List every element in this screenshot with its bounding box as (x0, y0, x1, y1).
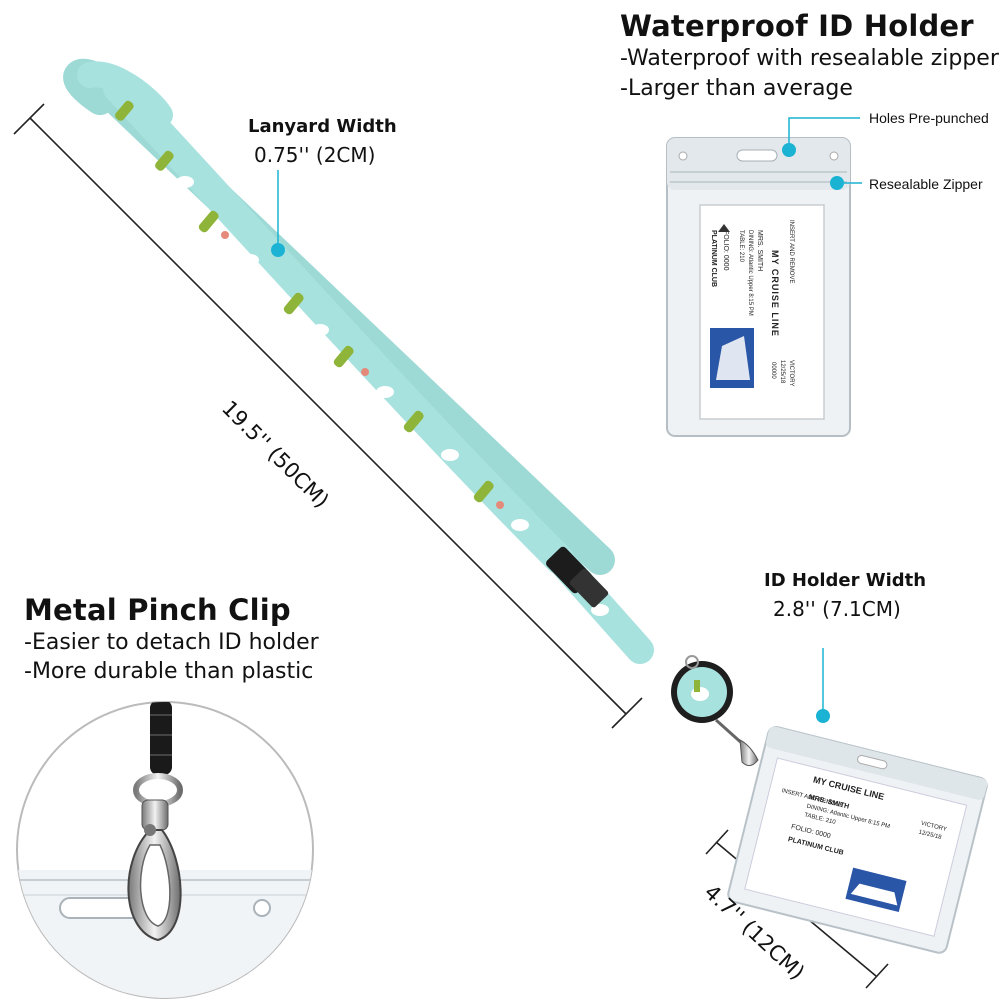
svg-text:TABLE: 210: TABLE: 210 (738, 230, 744, 263)
holder-width-dot (816, 709, 830, 723)
lanyard-width-label: Lanyard Width (248, 116, 397, 137)
holes-dot (782, 143, 796, 157)
holes-callout: Holes Pre-punched (869, 110, 989, 126)
svg-text:INSERT AND REMOVE: INSERT AND REMOVE (788, 220, 794, 283)
length-dimension-line (13, 103, 643, 729)
zipper-dot (830, 176, 844, 190)
clip-inset (16, 701, 314, 999)
svg-text:12/25/18: 12/25/18 (918, 830, 943, 842)
waterproof-title: Waterproof ID Holder (620, 9, 974, 43)
svg-text:MY CRUISE LINE: MY CRUISE LINE (770, 250, 780, 337)
badge-reel (671, 655, 759, 766)
holder-width-label: ID Holder Width (764, 570, 927, 591)
lanyard-width-dot (271, 243, 285, 257)
lanyard-strap (63, 58, 654, 664)
holder-width-value: 2.8'' (7.1CM) (773, 597, 901, 621)
attached-id-holder: MY CRUISE LINE INSERT AND REMOVE MRS. SM… (727, 726, 988, 954)
svg-text:12/25/18: 12/25/18 (779, 360, 785, 384)
zipper-callout: Resealable Zipper (869, 176, 983, 192)
metal-clip-line-2: -More durable than plastic (24, 659, 314, 684)
svg-text:MRS. SMITH: MRS. SMITH (756, 230, 763, 271)
svg-text:PLATINUM CLUB: PLATINUM CLUB (710, 230, 717, 287)
large-id-holder: INSERT AND REMOVE MY CRUISE LINE MRS. SM… (666, 137, 851, 437)
waterproof-line-2: -Larger than average (620, 76, 853, 101)
svg-text:00000: 00000 (770, 362, 776, 379)
waterproof-line-1: -Waterproof with resealable zipper (620, 46, 999, 71)
svg-text:VICTORY: VICTORY (788, 360, 794, 386)
metal-clip-title: Metal Pinch Clip (24, 593, 291, 627)
buckle (546, 546, 609, 608)
metal-clip-line-1: -Easier to detach ID holder (24, 630, 319, 655)
lanyard-width-value: 0.75'' (2CM) (254, 143, 376, 167)
svg-text:FOLIO: 0000: FOLIO: 0000 (722, 230, 729, 271)
svg-text:DINING: Atlantic Upper 8:15 PM: DINING: Atlantic Upper 8:15 PM (747, 230, 753, 316)
